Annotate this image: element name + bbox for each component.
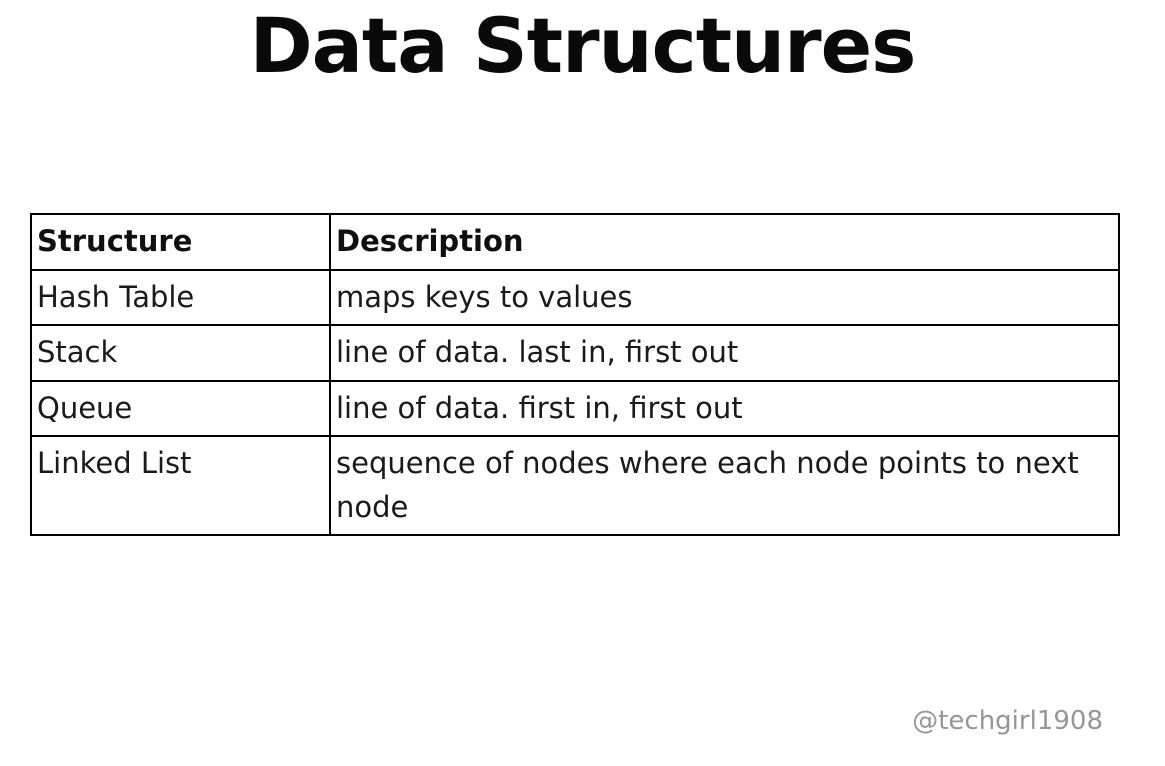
structure-cell: Stack: [30, 324, 331, 382]
column-header-structure: Structure: [30, 213, 331, 271]
structure-cell: Hash Table: [30, 268, 331, 326]
table-row: Hash Table maps keys to values: [30, 268, 1120, 326]
table-header-row: Structure Description: [30, 213, 1120, 271]
description-cell: maps keys to values: [329, 268, 1120, 326]
description-cell: line of data. first in, first out: [329, 379, 1120, 437]
structure-cell: Linked List: [30, 435, 331, 536]
table-row: Stack line of data. last in, first out: [30, 324, 1120, 382]
column-header-description: Description: [329, 213, 1120, 271]
table-row: Queue line of data. first in, first out: [30, 379, 1120, 437]
page-title: Data Structures: [249, 1, 917, 90]
description-cell: line of data. last in, first out: [329, 324, 1120, 382]
table-row: Linked List sequence of nodes where each…: [30, 435, 1120, 536]
watermark: @techgirl1908: [912, 706, 1103, 736]
data-structures-table: Structure Description Hash Table maps ke…: [30, 213, 1120, 536]
structure-cell: Queue: [30, 379, 331, 437]
description-cell: sequence of nodes where each node points…: [329, 435, 1120, 536]
